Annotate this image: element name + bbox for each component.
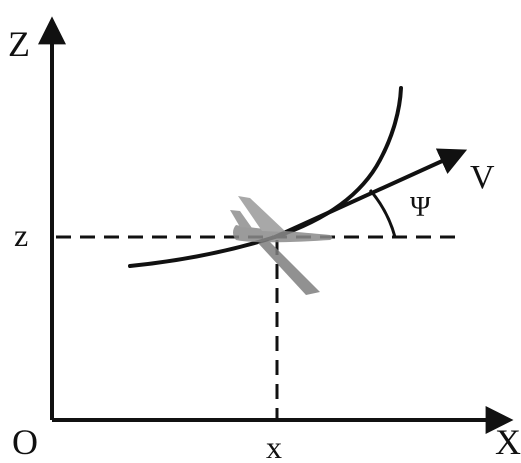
angle-psi-arc	[368, 189, 397, 238]
velocity-vector	[274, 148, 468, 239]
z-axis-label: Z	[8, 24, 30, 64]
z-coordinate-label: z	[14, 217, 28, 253]
x-axis-label: X	[495, 422, 521, 462]
velocity-label: V	[470, 159, 495, 196]
x-coordinate-label: x	[266, 429, 282, 463]
angle-psi-label: Ψ	[410, 192, 431, 223]
airplane-icon	[230, 196, 333, 295]
origin-label: O	[12, 422, 38, 462]
